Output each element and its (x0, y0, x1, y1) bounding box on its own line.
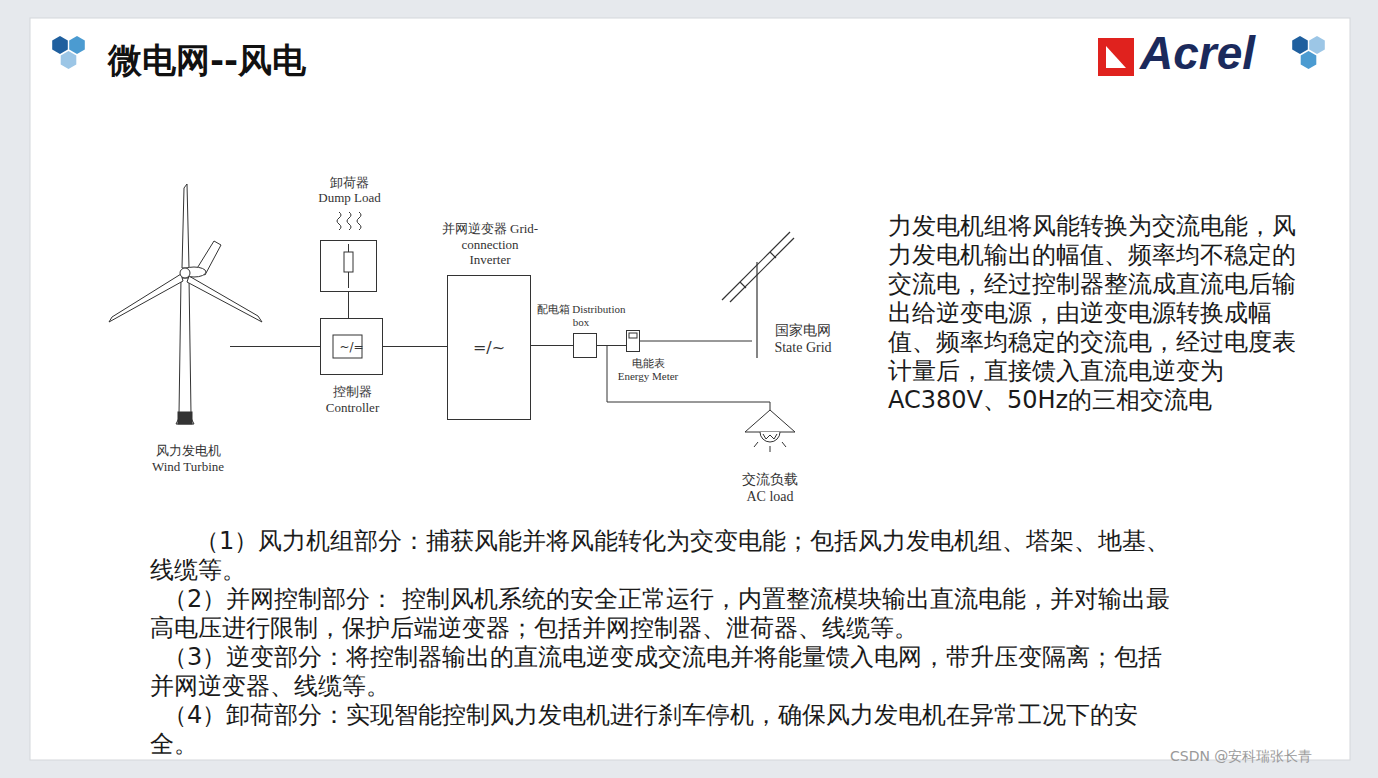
dump-load-box: 卸荷器 Dump Load (320, 240, 377, 292)
transmission-pole (722, 232, 790, 300)
component-label: 风力发电机 Wind Turbine (148, 443, 228, 474)
distribution-box: 配电箱 Distribution box (573, 333, 597, 358)
wire (348, 292, 349, 318)
resistor-symbol (344, 244, 353, 288)
resistor-symbol (344, 252, 353, 272)
list-item: （3）逆变部分：将控制器输出的直流电逆变成交流电并将能量馈入电网，带升压变隔离；… (150, 643, 1178, 701)
list-item: （2）并网控制部分： 控制风机系统的安全正常运行，内置整流模块输出直流电能，并对… (150, 585, 1178, 643)
controller-box: 控制器 Controller~/= (320, 318, 383, 375)
wire (597, 346, 770, 411)
wind-turbine (109, 184, 262, 424)
heat-waves (337, 212, 361, 230)
component-label: 国家电网 State Grid (768, 323, 838, 357)
wire (230, 346, 320, 347)
ac-load: 交流负载 AC load (745, 410, 795, 460)
conversion-symbol: ~/= (321, 340, 382, 354)
wind-turbine (180, 268, 190, 278)
logo-text: Acrel (1140, 26, 1255, 80)
slide-panel (30, 18, 1350, 760)
watermark: CSDN @安科瑞张长青 (1170, 748, 1312, 766)
transmission-pole (756, 262, 757, 358)
meter-display (629, 333, 637, 338)
wire (640, 341, 752, 342)
lamp-symbol (745, 410, 795, 432)
wire (531, 345, 573, 346)
heat-waves (347, 212, 351, 230)
logo-mark (1106, 46, 1126, 68)
wind-turbine (182, 184, 189, 268)
hexagon-icon (1292, 36, 1308, 54)
transmission-pole (722, 232, 794, 358)
wind-turbine (187, 276, 262, 322)
lamp-symbol (763, 434, 777, 439)
hexagon-icon (52, 36, 68, 54)
description-paragraph: 力发电机组将风能转换为交流电能，风力发电机输出的幅值、频率均不稳定的交流电，经过… (888, 212, 1313, 415)
logo-mark (1106, 46, 1126, 68)
lamp-symbol (754, 442, 786, 452)
wire (383, 346, 447, 347)
logo-mark (1098, 38, 1134, 76)
component-label: 配电箱 Distribution box (536, 303, 626, 329)
meter-display (629, 333, 637, 338)
logo-mark (1098, 38, 1134, 76)
wind-turbine (176, 416, 194, 424)
component-label: 卸荷器 Dump Load (318, 175, 382, 206)
hexagon-icon (69, 36, 85, 54)
list-block: （1）风力机组部分：捕获风能并将风能转化为交变电能；包括风力发电机组、塔架、地基… (150, 527, 1178, 759)
lamp-symbol (745, 410, 795, 452)
hexagon-icon (1301, 51, 1317, 69)
inverter-box: 并网逆变器 Grid-connection Inverter=/~ (447, 275, 531, 420)
component-label: 交流负载 AC load (739, 472, 801, 506)
component-label: 电能表 Energy Meter (615, 357, 681, 383)
state-grid: 国家电网 State Grid (752, 228, 797, 360)
component-label: 并网逆变器 Grid-connection Inverter (440, 221, 540, 268)
lamp-symbol (760, 432, 780, 442)
hexagon-icon (1309, 36, 1325, 54)
conversion-symbol: =/~ (448, 338, 530, 357)
energy-meter: 电能表 Energy Meter (626, 330, 640, 352)
transmission-pole (740, 252, 776, 288)
resistor-symbol (348, 244, 349, 288)
list-item: （4）卸荷部分：实现智能控制风力发电机进行刹车停机，确保风力发电机在异常工况下的… (150, 701, 1178, 759)
component-label: 控制器 Controller (322, 384, 384, 415)
hexagon-icon (61, 51, 77, 69)
wind-turbine (178, 412, 192, 424)
wind-turbine (109, 274, 183, 322)
heat-waves (357, 212, 361, 230)
wind-turbine: 风力发电机 Wind Turbine (110, 183, 230, 428)
transmission-pole (730, 238, 794, 302)
heat-waves (337, 212, 341, 230)
list-item: （1）风力机组部分：捕获风能并将风能转化为交变电能；包括风力发电机组、塔架、地基… (150, 527, 1178, 585)
slide-title: 微电网--风电 (108, 38, 306, 84)
wind-turbine (179, 278, 191, 414)
slide-panel (30, 18, 1350, 760)
